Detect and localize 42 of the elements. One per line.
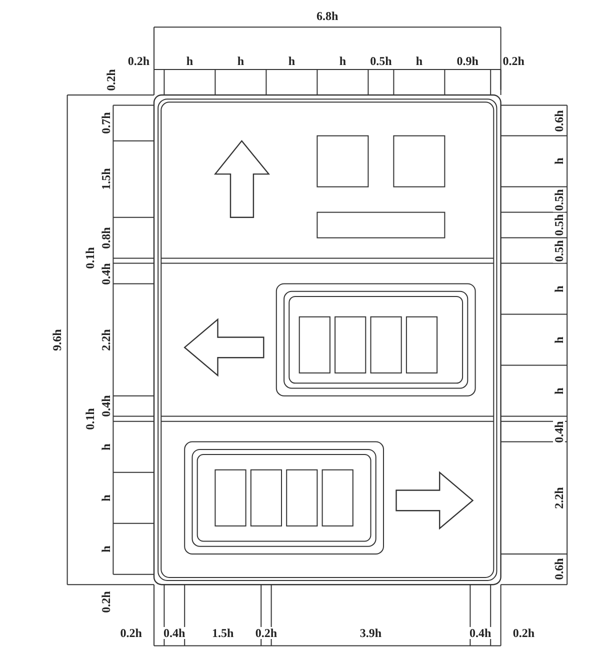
dimension-label: 0.4h bbox=[162, 627, 186, 640]
dimension-label: 0.4h bbox=[100, 394, 112, 418]
dimension-label: 0.2h bbox=[512, 627, 536, 640]
dimension-label: h bbox=[100, 494, 112, 502]
dimension-label: h bbox=[236, 55, 246, 68]
dimension-label: 3.9h bbox=[358, 627, 383, 640]
dimension-label: 0.4h bbox=[468, 627, 492, 640]
dimension-label: 0.5h bbox=[553, 238, 566, 262]
dimension-label: h bbox=[185, 55, 194, 68]
dimension-label: 0.2h bbox=[119, 627, 143, 640]
dimension-label: h bbox=[338, 55, 348, 68]
dimension-label: 9.6h bbox=[51, 328, 64, 352]
dimension-label: 0.6h bbox=[553, 108, 566, 132]
dimension-label: h bbox=[553, 156, 566, 166]
dimension-label: 0.2h bbox=[502, 55, 526, 68]
dimension-label: 0.6h bbox=[553, 557, 566, 582]
dimension-label: 0.4h bbox=[553, 420, 566, 444]
dimension-label: 0.4h bbox=[100, 262, 112, 286]
dimension-label: 1.5h bbox=[100, 167, 112, 191]
dimension-label: 0.5h bbox=[553, 188, 566, 212]
dimension-label: 2.2h bbox=[100, 328, 112, 352]
dimension-label: 0.5h bbox=[369, 55, 393, 68]
dimension-label: h bbox=[553, 386, 566, 396]
dimension-label: 0.8h bbox=[100, 226, 112, 250]
dimension-label: h bbox=[100, 442, 112, 452]
dimension-label: 0.1h bbox=[84, 246, 96, 270]
dimension-label: h bbox=[414, 55, 424, 68]
dimension-label: h bbox=[553, 284, 566, 294]
dimension-label: 2.2h bbox=[553, 486, 566, 510]
dimension-label: 1.5h bbox=[211, 627, 235, 640]
dimension-label: 0.5h bbox=[553, 213, 566, 237]
dimension-label: 0.2h bbox=[100, 590, 112, 614]
dimension-label: 0.1h bbox=[84, 407, 96, 431]
dimension-label: 0.2h bbox=[254, 627, 278, 640]
dimension-label: 0.7h bbox=[100, 111, 112, 135]
dimension-label: 0.2h bbox=[104, 68, 117, 92]
dimension-label: h bbox=[553, 335, 566, 344]
dimension-label: 0.2h bbox=[126, 55, 151, 68]
dimension-label: 0.9h bbox=[456, 55, 480, 68]
dimension-label: h bbox=[287, 55, 296, 68]
dimension-label: h bbox=[100, 544, 112, 554]
dimension-label: 6.8h bbox=[316, 10, 340, 22]
